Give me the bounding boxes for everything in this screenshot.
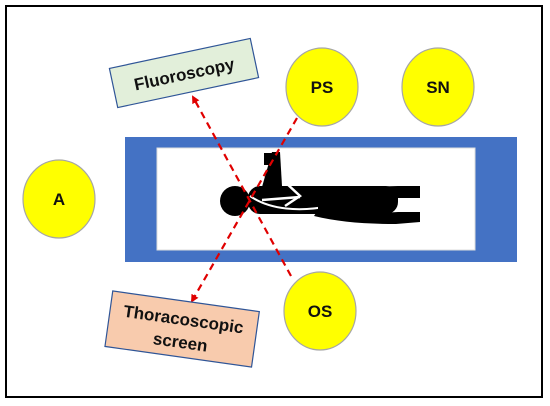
arrow-os-to-fluoroscopy	[192, 95, 292, 277]
ps-label: PS	[311, 78, 334, 97]
circle-a	[22, 159, 96, 239]
circle-sn	[401, 47, 475, 127]
circle-os	[283, 271, 357, 351]
sn-label: SN	[426, 78, 450, 97]
patient-icon	[220, 152, 420, 224]
circle-ps	[285, 47, 359, 127]
a-label: A	[53, 190, 65, 209]
thoracoscopic-screen-box: Thoracoscopic screen	[104, 290, 260, 368]
os-label: OS	[308, 302, 333, 321]
